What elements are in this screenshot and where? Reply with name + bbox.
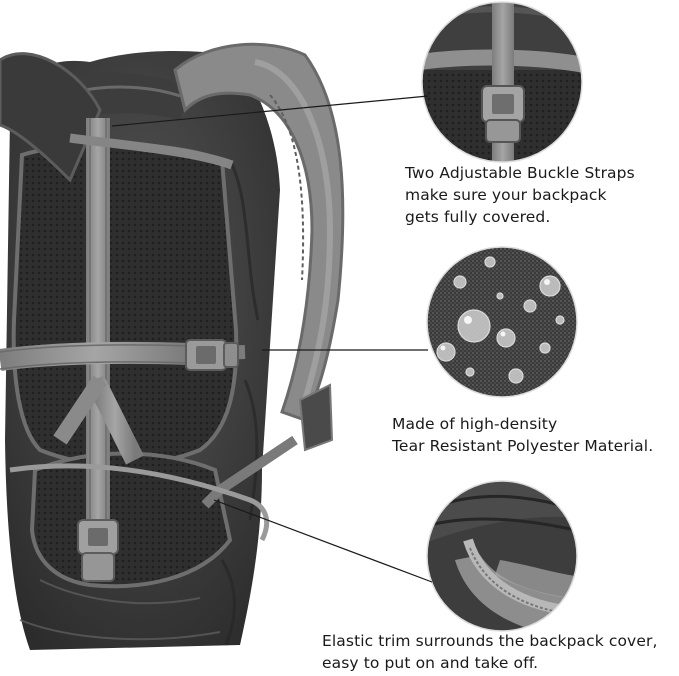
caption-line: gets fully covered. — [405, 208, 551, 226]
caption-buckle-straps: Two Adjustable Buckle Straps make sure y… — [405, 162, 635, 228]
caption-line: easy to put on and take off. — [322, 654, 539, 672]
caption-line: Elastic trim surrounds the backpack cove… — [322, 632, 658, 650]
shoulder-strap — [173, 42, 345, 509]
pointer-lines — [111, 95, 433, 583]
detail-circle-fabric — [427, 247, 577, 397]
caption-polyester-material: Made of high-density Tear Resistant Poly… — [392, 413, 653, 457]
sternum-strap — [0, 339, 246, 371]
pointer-line-buckle — [111, 95, 429, 127]
caption-line: Tear Resistant Polyester Material. — [392, 437, 654, 455]
detail-circle-elastic — [427, 481, 577, 631]
caption-line: Made of high-density — [392, 415, 558, 433]
elastic-trim — [9, 463, 270, 542]
caption-elastic-trim: Elastic trim surrounds the backpack cove… — [322, 630, 657, 674]
pointer-line-elastic — [213, 499, 433, 583]
caption-line: Two Adjustable Buckle Straps — [405, 164, 635, 182]
caption-line: make sure your backpack — [405, 186, 607, 204]
bottom-buckle — [77, 519, 119, 582]
